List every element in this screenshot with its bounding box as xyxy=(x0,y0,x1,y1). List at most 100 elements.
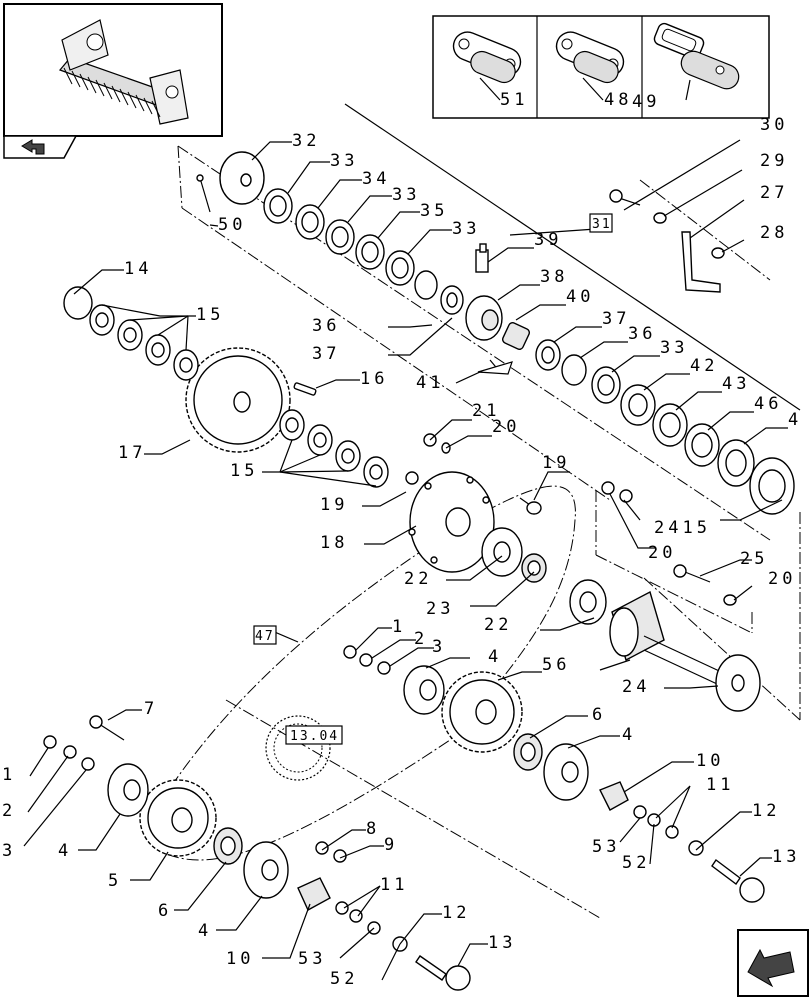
callout-13: 13 xyxy=(772,847,800,867)
callout-9: 9 xyxy=(384,835,398,855)
callout-36: 36 xyxy=(628,324,656,344)
callout-13: 13 xyxy=(488,933,516,953)
hub-38-40 xyxy=(465,243,795,515)
callout-15: 15 xyxy=(230,461,258,481)
callout-27: 27 xyxy=(760,183,788,203)
callout-49: 49 xyxy=(632,92,660,112)
callout-32: 32 xyxy=(292,131,320,151)
callout-40: 40 xyxy=(566,287,594,307)
callout-4: 4 xyxy=(198,921,212,941)
callout-22: 22 xyxy=(404,569,432,589)
callout-48: 48 xyxy=(604,90,632,110)
callout-29: 29 xyxy=(760,151,788,171)
callout-20: 20 xyxy=(648,543,676,563)
callout-33: 33 xyxy=(330,151,358,171)
callout-2415: 2415 xyxy=(654,518,711,538)
offset-link-49-icon xyxy=(653,22,740,90)
callout-11: 11 xyxy=(380,875,408,895)
callout-1: 1 xyxy=(2,765,16,785)
callout-52: 52 xyxy=(622,853,650,873)
large-sprocket-17 xyxy=(63,286,389,488)
callout-24: 24 xyxy=(622,677,650,697)
callout-3: 3 xyxy=(2,841,16,861)
callout-25: 25 xyxy=(740,549,768,569)
callout-21: 21 xyxy=(472,401,500,421)
callout-6: 6 xyxy=(592,705,606,725)
callout-53: 53 xyxy=(298,949,326,969)
callout-18: 18 xyxy=(320,533,348,553)
callout-2: 2 xyxy=(414,629,428,649)
callout-37: 37 xyxy=(312,344,340,364)
callout-38: 38 xyxy=(540,267,568,287)
ref-31-label: 31 xyxy=(592,217,612,232)
callout-15: 15 xyxy=(196,305,224,325)
right-assembly-56-24 xyxy=(569,481,761,712)
overview-thumbnail[interactable] xyxy=(3,3,223,137)
reference-box-47[interactable]: 47 xyxy=(253,625,277,645)
callout-50: 50 xyxy=(218,215,246,235)
callout-34: 34 xyxy=(362,169,390,189)
callout-3: 3 xyxy=(432,637,446,657)
callout-52: 52 xyxy=(330,969,358,989)
reference-box-1304[interactable]: 13.04 xyxy=(285,725,343,745)
assembly-lines xyxy=(177,103,801,919)
callout-46: 46 xyxy=(754,394,782,414)
callout-35: 35 xyxy=(420,201,448,221)
arrow-marker-41 xyxy=(477,361,513,375)
callout-39: 39 xyxy=(534,230,562,250)
ref-1304-label: 13.04 xyxy=(290,729,339,744)
callout-20: 20 xyxy=(492,417,520,437)
leader-lines xyxy=(23,139,788,981)
callout-14: 14 xyxy=(124,259,152,279)
phantom-sprocket xyxy=(265,715,331,781)
callout-41: 41 xyxy=(416,373,444,393)
lower-sprocket-5 xyxy=(43,715,471,991)
callout-28: 28 xyxy=(760,223,788,243)
callout-51: 51 xyxy=(500,90,528,110)
callout-4: 4 xyxy=(58,841,72,861)
reference-box-31[interactable]: 31 xyxy=(589,213,613,233)
callout-19: 19 xyxy=(542,453,570,473)
middle-sprocket xyxy=(343,645,765,903)
callout-43: 43 xyxy=(722,374,750,394)
callout-7: 7 xyxy=(144,699,158,719)
callout-23: 23 xyxy=(426,599,454,619)
washer-stack-upper xyxy=(196,151,464,315)
callout-53: 53 xyxy=(592,837,620,857)
callout-16: 16 xyxy=(360,369,388,389)
ref-47-label: 47 xyxy=(255,629,275,644)
callout-37: 37 xyxy=(602,309,630,329)
callout-33: 33 xyxy=(392,185,420,205)
callout-56: 56 xyxy=(542,655,570,675)
callout-33: 33 xyxy=(452,219,480,239)
callout-17: 17 xyxy=(118,443,146,463)
callout-2: 2 xyxy=(2,801,16,821)
callout-10: 10 xyxy=(226,949,254,969)
connecting-link-51-icon xyxy=(452,31,522,84)
callout-12: 12 xyxy=(752,801,780,821)
callout-labels: 32 33 34 33 35 33 50 14 15 16 17 15 19 1… xyxy=(2,115,802,989)
callout-5: 5 xyxy=(108,871,122,891)
back-arrow-icon[interactable] xyxy=(3,135,78,159)
callout-22: 22 xyxy=(484,615,512,635)
callout-36: 36 xyxy=(312,316,340,336)
callout-19: 19 xyxy=(320,495,348,515)
callout-33: 33 xyxy=(660,338,688,358)
callout-11: 11 xyxy=(706,775,734,795)
callout-20: 20 xyxy=(768,569,796,589)
callout-8: 8 xyxy=(366,819,380,839)
callout-1: 1 xyxy=(392,617,406,637)
callout-6: 6 xyxy=(158,901,172,921)
callout-30: 30 xyxy=(760,115,788,135)
next-page-arrow-icon[interactable] xyxy=(737,929,809,997)
callout-4: 4 xyxy=(488,647,502,667)
callout-10: 10 xyxy=(696,751,724,771)
plate-18 xyxy=(405,433,547,583)
bracket-27 xyxy=(609,189,725,293)
connecting-link-48-icon xyxy=(555,31,625,84)
callout-42: 42 xyxy=(690,356,718,376)
callout-44: 4 xyxy=(788,410,802,430)
chain-link-boxes: 51 48 49 xyxy=(432,15,770,119)
callout-12: 12 xyxy=(442,903,470,923)
